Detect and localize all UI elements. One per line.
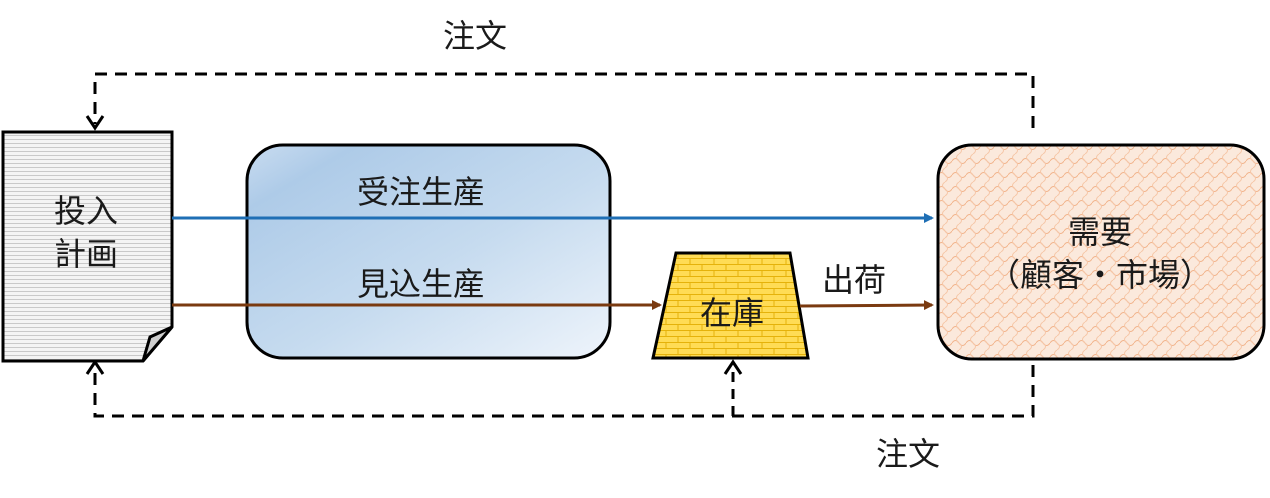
order-loop-bottom-arrowhead-inventory xyxy=(723,359,743,375)
order-loop-bottom xyxy=(93,365,1035,418)
order-bottom-label: 注文 xyxy=(876,435,940,473)
demand-label-line1: 需要 xyxy=(1068,213,1132,251)
plan-label-line2: 計画 xyxy=(54,235,118,273)
inventory-shape xyxy=(651,251,810,360)
order-loop-bottom-arrowhead-plan xyxy=(85,359,105,375)
order-production-label: 受注生産 xyxy=(357,173,485,211)
forecast-production-label: 見込生産 xyxy=(357,265,485,303)
plan-label-line1: 投入 xyxy=(54,192,118,230)
order-loop-top-arrowhead xyxy=(85,115,105,131)
shipping-flow xyxy=(799,300,934,311)
order-top-label: 注文 xyxy=(443,17,507,55)
order-loop-top xyxy=(93,72,1035,128)
inventory-label: 在庫 xyxy=(700,294,764,332)
shipping-label: 出荷 xyxy=(822,261,886,299)
plan-document-fold xyxy=(141,325,174,362)
demand-label-line2: （顧客・市場） xyxy=(988,256,1212,294)
demand-box xyxy=(936,143,1266,361)
